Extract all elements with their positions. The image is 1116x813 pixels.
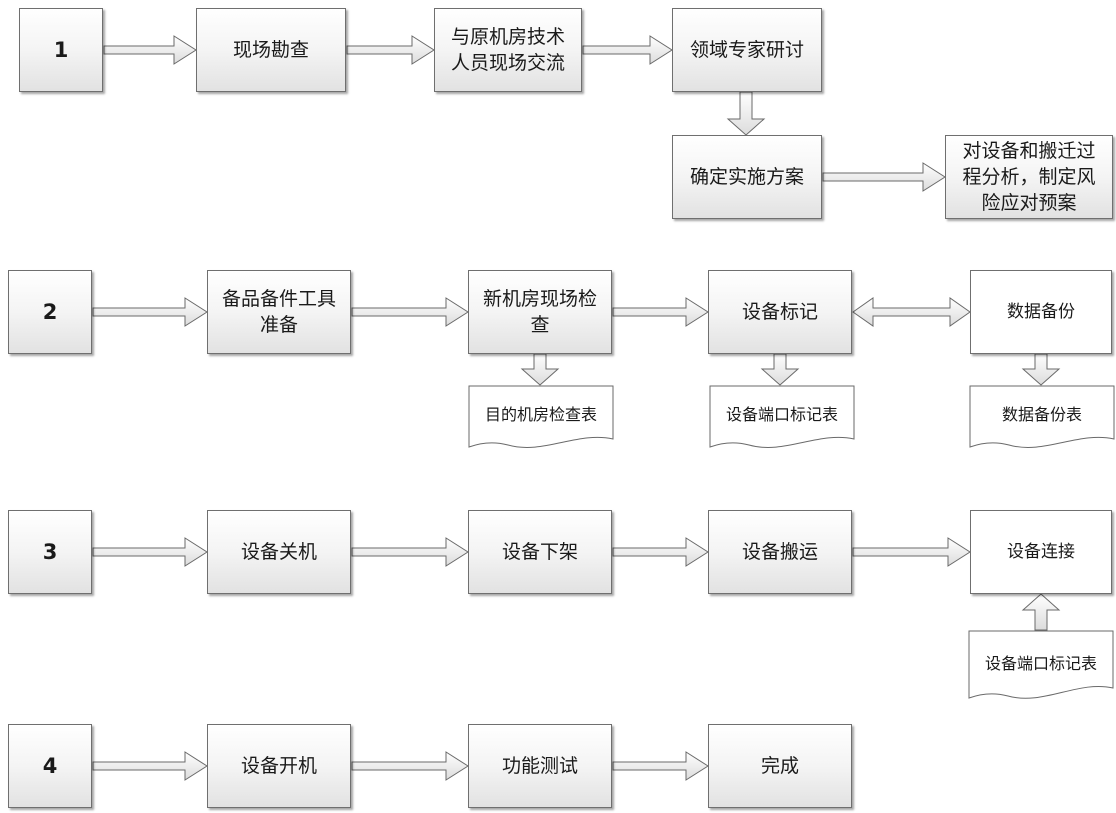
arrow-exchange-expert — [582, 35, 673, 65]
transport-box: 设备搬运 — [708, 510, 852, 594]
arrow-step2-tools — [92, 297, 208, 327]
implementation-plan-box: 确定实施方案 — [672, 135, 822, 219]
device-marking-box: 设备标记 — [708, 270, 852, 354]
staff-exchange-line-1: 与原机房技术 — [450, 26, 565, 48]
arrow-survey-exchange — [346, 35, 435, 65]
step-2-box: 2 — [8, 270, 92, 354]
power-on-label: 设备开机 — [240, 755, 317, 777]
arrow-step4-poweron — [92, 751, 208, 781]
connect-box: 设备连接 — [970, 510, 1112, 594]
expert-discussion-label: 领域专家研讨 — [689, 39, 804, 61]
data-backup-box: 数据备份 — [970, 270, 1112, 354]
arrow-mark-backup — [852, 297, 971, 327]
port-mark-document-label: 设备端口标记表 — [725, 405, 838, 424]
complete-box: 完成 — [708, 724, 852, 808]
site-check-line-1: 新机房现场检 — [482, 288, 597, 310]
data-backup-label: 数据备份 — [1007, 302, 1075, 322]
risk-plan-line-3: 险应对预案 — [981, 192, 1077, 214]
arrow-poweron-test — [351, 751, 469, 781]
step-3-label: 3 — [42, 540, 58, 564]
arrow-transport-connect — [852, 537, 971, 567]
risk-plan-line-1: 对设备和搬迁过 — [962, 140, 1096, 162]
arrow-step1-survey — [103, 35, 197, 65]
unrack-label: 设备下架 — [501, 541, 578, 563]
staff-exchange-box: 与原机房技术人员现场交流 — [434, 8, 582, 92]
arrow-check-mark — [612, 297, 709, 327]
staff-exchange-line-2: 人员现场交流 — [450, 52, 565, 74]
shutdown-box: 设备关机 — [207, 510, 351, 594]
port-mark-document-2-label: 设备端口标记表 — [984, 654, 1097, 673]
port-mark-document-2: 设备端口标记表 — [968, 630, 1114, 702]
site-survey-label: 现场勘查 — [232, 39, 309, 61]
tools-prep-line-1: 备品备件工具 — [221, 288, 336, 310]
connect-label: 设备连接 — [1007, 542, 1075, 562]
step-3-box: 3 — [8, 510, 92, 594]
function-test-label: 功能测试 — [501, 755, 578, 777]
checklist-document: 目的机房检查表 — [468, 385, 614, 451]
arrow-mark-portdoc — [760, 353, 800, 386]
function-test-box: 功能测试 — [468, 724, 612, 808]
tools-prep-box: 备品备件工具准备 — [207, 270, 351, 354]
site-check-line-2: 查 — [530, 314, 550, 336]
arrow-test-complete — [612, 751, 709, 781]
risk-plan-box: 对设备和搬迁过程分析，制定风险应对预案 — [945, 135, 1113, 219]
step-4-label: 4 — [42, 754, 58, 778]
arrow-step3-shutdown — [92, 537, 208, 567]
arrow-shutdown-unrack — [351, 537, 469, 567]
complete-label: 完成 — [760, 755, 799, 777]
power-on-box: 设备开机 — [207, 724, 351, 808]
arrow-portdoc-connect — [1021, 593, 1061, 631]
arrow-check-checklist — [520, 353, 560, 386]
step-1-label: 1 — [53, 38, 69, 62]
step-4-box: 4 — [8, 724, 92, 808]
shutdown-label: 设备关机 — [240, 541, 317, 563]
arrow-unrack-transport — [612, 537, 709, 567]
tools-prep-line-2: 准备 — [259, 314, 298, 336]
expert-discussion-box: 领域专家研讨 — [672, 8, 822, 92]
port-mark-document: 设备端口标记表 — [709, 385, 855, 451]
backup-document-label: 数据备份表 — [1001, 405, 1082, 424]
step-1-box: 1 — [19, 8, 103, 92]
arrow-backup-backupdoc — [1021, 353, 1061, 386]
backup-document: 数据备份表 — [969, 385, 1115, 451]
arrow-expert-plan — [726, 91, 766, 136]
risk-plan-line-2: 程分析，制定风 — [962, 166, 1096, 188]
site-survey-box: 现场勘查 — [196, 8, 346, 92]
step-2-label: 2 — [42, 300, 58, 324]
transport-label: 设备搬运 — [741, 541, 818, 563]
arrow-plan-risk — [822, 162, 946, 192]
device-marking-label: 设备标记 — [741, 301, 818, 323]
implementation-plan-label: 确定实施方案 — [689, 166, 804, 188]
arrow-tools-check — [351, 297, 469, 327]
site-check-box: 新机房现场检查 — [468, 270, 612, 354]
checklist-document-label: 目的机房检查表 — [484, 405, 597, 424]
unrack-box: 设备下架 — [468, 510, 612, 594]
